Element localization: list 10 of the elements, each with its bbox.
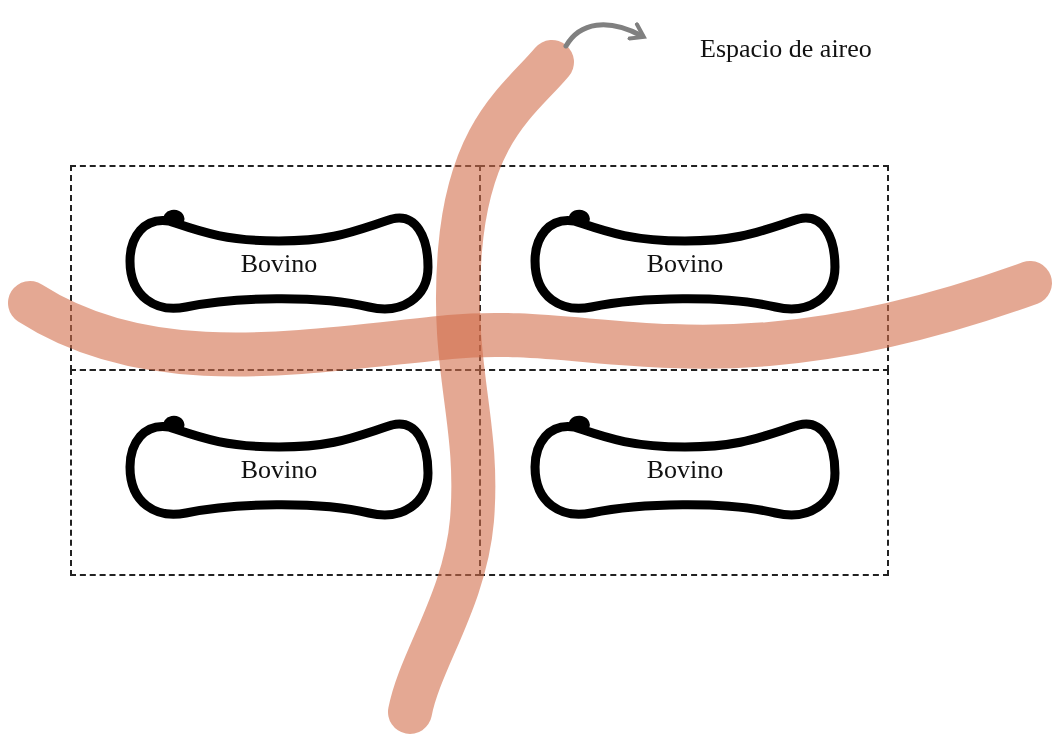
animal-label: Bovino [646, 455, 724, 485]
dashed-pen-area [70, 369, 481, 576]
dashed-pen-area [70, 165, 481, 371]
animal-label: Bovino [240, 455, 318, 485]
dashed-pen-area [479, 369, 889, 576]
area-label: Espacio de aireo [700, 34, 872, 63]
dashed-pen-area [479, 165, 889, 371]
animal-label: Bovino [240, 249, 318, 279]
animal-label: Bovino [646, 249, 724, 279]
curved-arrow [563, 22, 646, 49]
